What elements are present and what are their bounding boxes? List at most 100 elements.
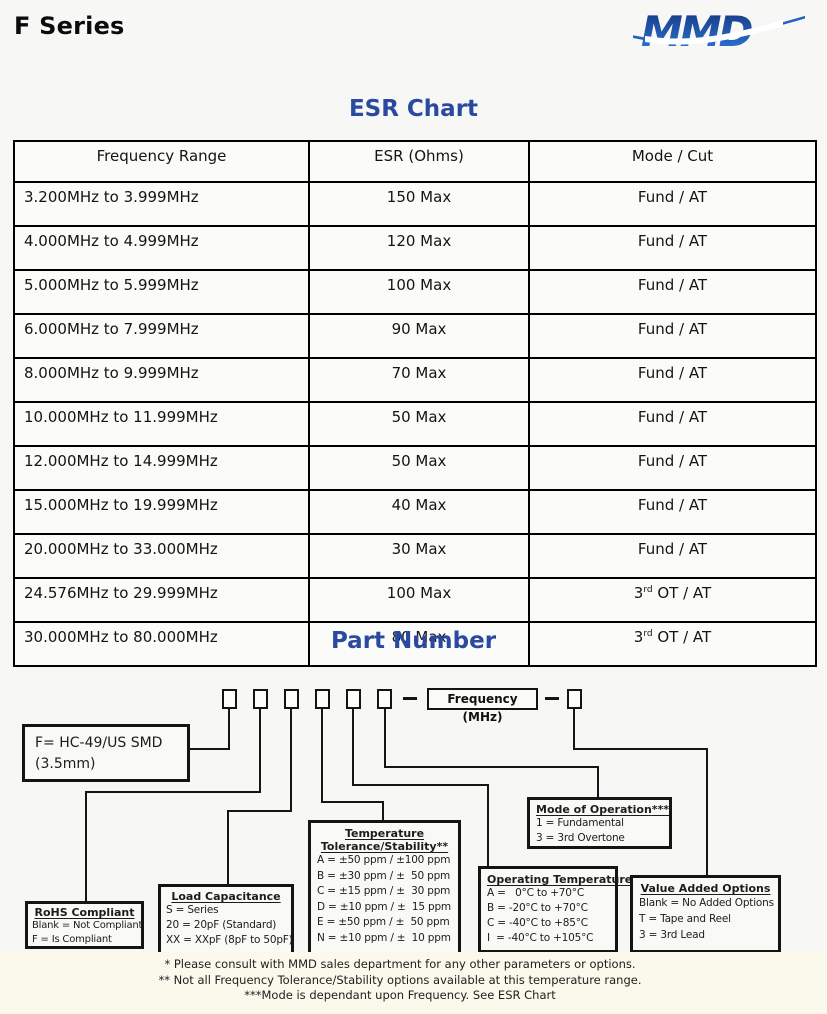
option-line: C = ±15 ppm / ± 30 ppm [317,885,451,897]
esr-value-cell: 90 Max [308,313,530,359]
option-line: 3 = 3rd Overtone [536,832,625,844]
mode-cut-cell: Fund / AT [528,401,817,447]
connector-line [290,709,292,812]
col-header-esr-ohms: ESR (Ohms) [308,140,530,183]
connector-line [487,784,489,868]
connector-line [352,709,354,786]
connector-line [597,766,599,799]
option-line: S = Series [166,904,219,916]
esr-chart-heading: ESR Chart [348,96,479,122]
frequency-range-cell: 5.000MHz to 5.999MHz [13,269,310,315]
option-line: A = ±50 ppm / ±100 ppm [317,854,451,866]
footnote-strip [0,952,827,1014]
option-line: C = -40°C to +85°C [487,917,588,929]
col-header-mode-cut: Mode / Cut [528,140,817,183]
value-added-options-box: Value Added Options Blank = No Added Opt… [630,875,781,953]
dash-separator [403,697,417,700]
option-line: ** Not all Frequency Tolerance/Stability… [158,972,642,987]
part-digit-box-2 [253,689,268,709]
option-line: ***Mode is dependant upon Frequency. See… [244,988,556,1002]
esr-value-cell: 150 Max [308,181,530,227]
series-box-line2: (3.5mm) [35,756,96,772]
frequency-range-cell: 30.000MHz to 80.000MHz [13,621,310,667]
option-line: Blank = No Added Options [639,897,774,909]
option-line: T = Tape and Reel [639,913,731,925]
option-line: 3 = 3rd Lead [639,929,705,941]
operating-temperature-box: Operating Temperature A = 0°C to +70°C B … [478,866,633,953]
connector-line [228,709,230,750]
esr-value-cell: 50 Max [308,445,530,491]
frequency-range-cell: 20.000MHz to 33.000MHz [13,533,310,579]
connector-line [85,791,87,903]
frequency-range-cell: 3.200MHz to 3.999MHz [13,181,310,227]
option-line: E = ±50 ppm / ± 50 ppm [317,916,450,928]
mode-cut-cell: 3rd OT / AT [528,577,817,623]
frequency-box: Frequency (MHz) [427,688,538,724]
mode-cut-cell: Fund / AT [528,533,817,579]
connector-line [382,801,384,822]
connector-line [85,791,261,793]
mode-of-operation-title: Mode of Operation*** [536,803,670,816]
frequency-range-cell: 8.000MHz to 9.999MHz [13,357,310,403]
mode-cut-cell: Fund / AT [528,445,817,491]
esr-value-cell: 80 Max [308,621,530,667]
option-line: F = Is Compliant [32,934,112,945]
connector-line [321,709,323,803]
connector-line [573,709,575,750]
connector-line [227,810,292,812]
connector-line [190,748,230,750]
option-line: B = -20°C to +70°C [487,902,588,914]
frequency-range-cell: 10.000MHz to 11.999MHz [13,401,310,447]
connector-line [352,784,489,786]
frequency-range-cell: 6.000MHz to 7.999MHz [13,313,310,359]
frequency-range-cell: 24.576MHz to 29.999MHz [13,577,310,623]
option-line: B = ±30 ppm / ± 50 ppm [317,869,451,882]
connector-line [384,766,599,768]
connector-line [321,801,384,803]
page-title: F Series [14,12,125,40]
esr-value-cell: 120 Max [308,225,530,271]
mode-cut-cell: Fund / AT [528,269,817,315]
option-line: A = 0°C to +70°C [487,887,584,899]
mode-cut-cell: 3rd OT / AT [528,621,817,667]
connector-line [227,810,229,886]
connector-line [573,748,708,750]
rohs-compliant-box: RoHS Compliant Blank = Not Compliant F = … [25,901,144,949]
mode-cut-cell: Fund / AT [528,313,817,359]
option-line: Blank = Not Compliant [32,920,143,931]
mode-cut-cell: Fund / AT [528,489,817,535]
operating-temperature-title: Operating Temperature [487,873,633,886]
option-line: 20 = 20pF (Standard) [166,919,277,931]
option-line: N = ±10 ppm / ± 10 ppm [317,931,451,944]
option-line: XX = XXpF (8pF to 50pF) [166,934,293,946]
option-line: I = -40°C to +105°C [487,932,594,944]
connector-line [259,709,261,793]
part-digit-box-7 [567,689,582,709]
rohs-compliant-title: RoHS Compliant [34,906,135,919]
esr-value-cell: 50 Max [308,401,530,447]
part-digit-box-4 [315,689,330,709]
footnotes: * Please consult with MMD sales departme… [0,957,800,1004]
temperature-tolerance-title-line2: Tolerance/Stability** [320,840,449,853]
part-digit-box-6 [377,689,392,709]
mmd-logo: MMD [626,7,810,58]
esr-table: Frequency Range ESR (Ohms) Mode / Cut 3.… [13,140,817,667]
option-line: D = ±10 ppm / ± 15 ppm [317,900,451,913]
frequency-range-cell: 12.000MHz to 14.999MHz [13,445,310,491]
esr-value-cell: 70 Max [308,357,530,403]
esr-value-cell: 100 Max [308,269,530,315]
col-header-frequency-range: Frequency Range [13,140,310,183]
series-box-line1: F= HC-49/US SMD [35,735,163,751]
part-digit-box-5 [346,689,361,709]
frequency-range-cell: 15.000MHz to 19.999MHz [13,489,310,535]
